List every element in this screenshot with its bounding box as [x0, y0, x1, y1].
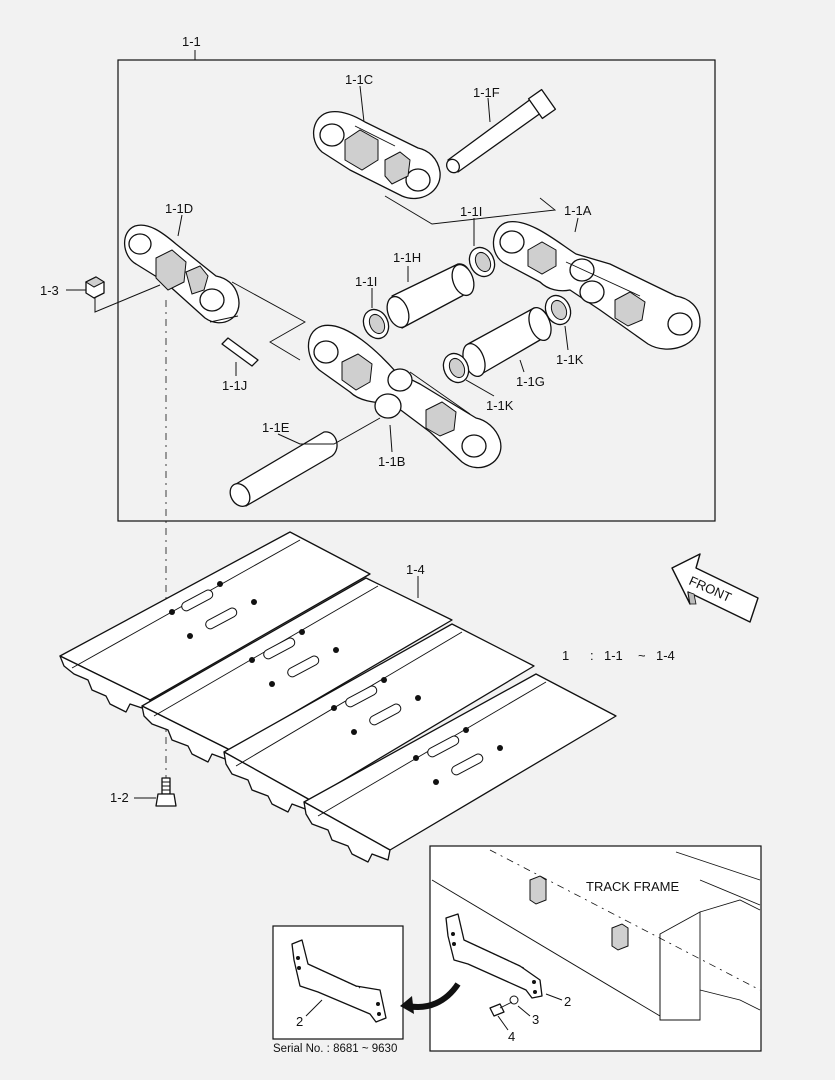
label-1-1c: 1-1C: [345, 72, 373, 87]
link-1-1c: [312, 110, 441, 200]
composition-item: 1: [562, 648, 569, 663]
pin-1-1f: [446, 88, 557, 174]
nut-1-3: [84, 276, 106, 299]
link-1-1b: [307, 324, 502, 469]
label-washer: 3: [532, 1012, 539, 1027]
label-1-1k-a: 1-1K: [556, 352, 584, 367]
composition-colon: :: [590, 648, 594, 663]
label-1-1e: 1-1E: [262, 420, 290, 435]
seal-1-1i-b: [468, 246, 496, 278]
label-1-1a: 1-1A: [564, 203, 592, 218]
composition-note: 1 : 1-1 ~ 1-4: [562, 648, 675, 663]
bushing-1-1g: [462, 307, 552, 377]
label-1-1k-b: 1-1K: [486, 398, 514, 413]
composition-tilde: ~: [638, 648, 646, 663]
bushing-1-1h: [386, 263, 475, 329]
track-shoes-1-4: [59, 531, 617, 863]
label-1-4: 1-4: [406, 562, 425, 577]
label-1-1j: 1-1J: [222, 378, 247, 393]
front-arrow-icon: FRONT: [671, 553, 759, 623]
label-1-1b: 1-1B: [378, 454, 405, 469]
seal-1-1k-a: [544, 294, 572, 326]
label-1-1d: 1-1D: [165, 201, 193, 216]
link-1-1d: [123, 224, 240, 324]
bolt-1-2: [155, 777, 177, 807]
assembly-box: [117, 59, 716, 522]
label-1-1h: 1-1H: [393, 250, 421, 265]
label-1-1f: 1-1F: [473, 85, 500, 100]
serial-inset: [272, 925, 404, 1040]
label-plate: 2: [564, 994, 571, 1009]
seal-1-1i-a: [362, 308, 390, 340]
label-1-1i-b: 1-1I: [460, 204, 482, 219]
label-1-1g: 1-1G: [516, 374, 545, 389]
label-1-3: 1-3: [40, 283, 59, 298]
label-plate-inset: 2: [296, 1014, 303, 1029]
seal-1-1k-b: [442, 352, 470, 384]
label-1-2: 1-2: [110, 790, 129, 805]
link-1-1a: [492, 221, 701, 350]
label-1-1: 1-1: [182, 34, 201, 49]
composition-from: 1-1: [604, 648, 623, 663]
composition-to: 1-4: [656, 648, 675, 663]
label-1-1i-a: 1-1I: [355, 274, 377, 289]
serial-label: Serial No. : 8681 ~ 9630: [273, 1043, 397, 1055]
track-frame-detail: [429, 845, 762, 1052]
track-frame-label: TRACK FRAME: [586, 879, 680, 894]
curved-arrow-icon: [400, 982, 461, 1014]
pin-1-1j: [221, 337, 259, 367]
label-bolt-small: 4: [508, 1029, 515, 1044]
